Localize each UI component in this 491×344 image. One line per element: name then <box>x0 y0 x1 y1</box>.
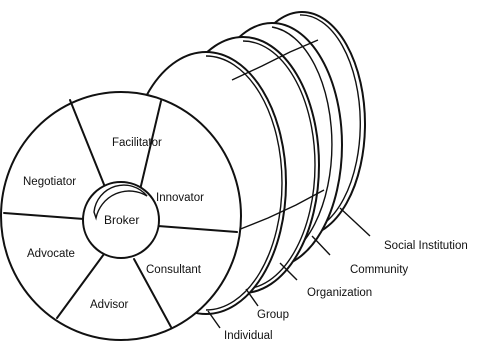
label-advocate: Advocate <box>27 248 75 260</box>
label-consultant: Consultant <box>146 264 202 276</box>
label-group: Group <box>257 309 289 321</box>
label-individual: Individual <box>224 330 273 342</box>
label-broker: Broker <box>104 213 139 227</box>
label-advisor: Advisor <box>90 299 129 311</box>
label-organization: Organization <box>307 287 372 299</box>
segment-dividers <box>3 99 238 328</box>
label-facilitator: Facilitator <box>112 137 162 149</box>
broker-hub <box>82 181 160 259</box>
rim-spoke-lines <box>231 39 325 231</box>
level-pointer-lines <box>207 207 371 329</box>
label-negotiator: Negotiator <box>23 176 76 188</box>
label-social-institution: Social Institution <box>384 240 468 252</box>
label-innovator: Innovator <box>156 192 204 204</box>
label-community: Community <box>350 264 408 276</box>
